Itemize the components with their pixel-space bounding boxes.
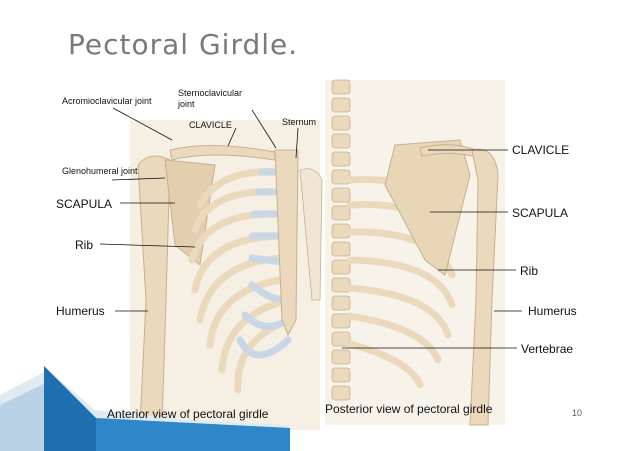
label-anterior-rib: Rib xyxy=(75,238,94,252)
label-vertebrae: Vertebrae xyxy=(521,342,574,356)
slide-title: Pectoral Girdle. xyxy=(68,28,299,61)
label-acromioclavicular-joint: Acromioclavicular joint xyxy=(62,96,152,106)
label-sternoclavicular-joint: Sternoclavicular joint xyxy=(178,88,243,109)
label-anterior-clavicle: CLAVICLE xyxy=(189,120,232,130)
label-anterior-humerus: Humerus xyxy=(56,304,105,318)
label-posterior-humerus: Humerus xyxy=(528,304,577,318)
caption-anterior: Anterior view of pectoral girdle xyxy=(107,407,269,421)
label-sternum: Sternum xyxy=(282,117,317,127)
caption-posterior: Posterior view of pectoral girdle xyxy=(325,402,493,416)
page-number: 10 xyxy=(571,408,582,418)
posterior-view-illustration xyxy=(325,79,522,426)
label-posterior-scapula: SCAPULA xyxy=(512,206,569,220)
anterior-sternum xyxy=(274,149,299,337)
label-glenohumeral-joint: Glenohumeral joint xyxy=(62,166,138,176)
label-posterior-clavicle: CLAVICLE xyxy=(512,143,570,157)
footer-decoration xyxy=(0,366,290,451)
posterior-scapula xyxy=(384,139,471,276)
label-anterior-scapula: SCAPULA xyxy=(56,197,113,211)
label-posterior-rib: Rib xyxy=(520,264,539,278)
posterior-humerus xyxy=(469,148,499,426)
anterior-view-illustration xyxy=(99,107,323,430)
